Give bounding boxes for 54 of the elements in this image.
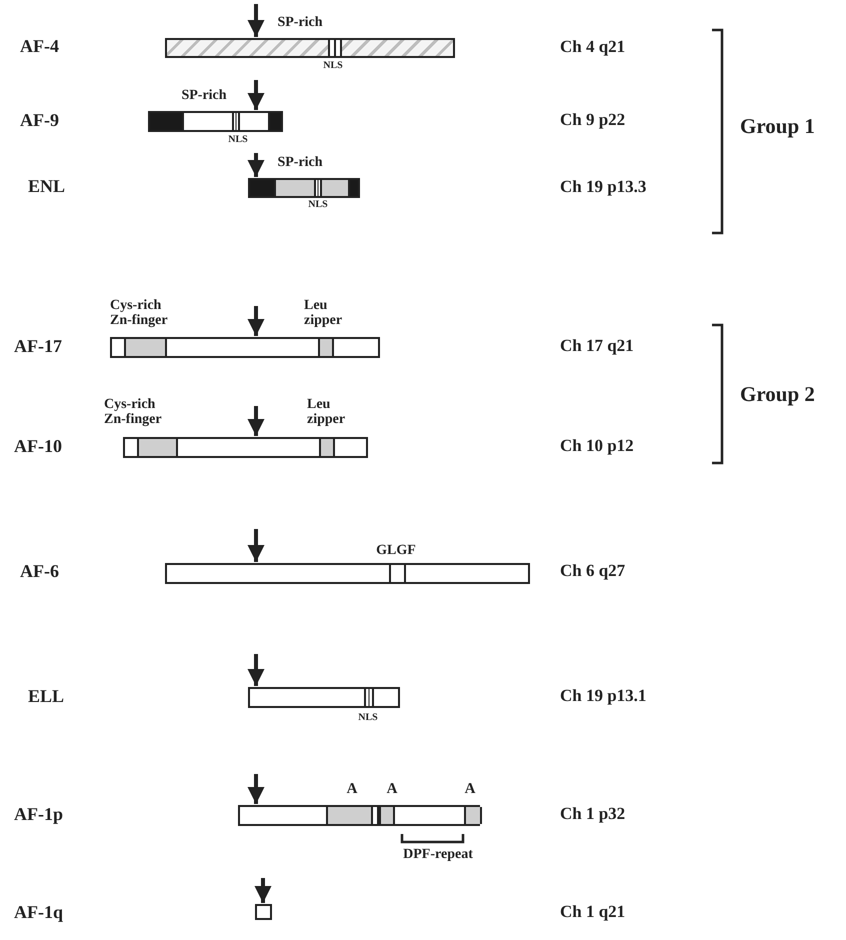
protein-bar <box>165 563 530 584</box>
chromosome-location: Ch 1 p32 <box>560 805 626 823</box>
protein-bar <box>123 437 368 458</box>
domain-label: Cys-rich Zn-finger <box>104 398 163 428</box>
chromosome-location: Ch 10 p12 <box>560 437 634 455</box>
domain-label: GLGF <box>376 544 416 559</box>
protein-name: AF-4 <box>20 37 59 56</box>
chromosome-location: Ch 9 p22 <box>560 111 626 129</box>
protein-bar <box>248 687 400 708</box>
chromosome-location: Ch 19 p13.1 <box>560 687 646 705</box>
chromosome-location: Ch 1 q21 <box>560 903 626 921</box>
domain-label: NLS <box>228 135 248 146</box>
protein-name: AF-6 <box>20 562 59 581</box>
domain-label: SP-rich <box>181 89 227 104</box>
protein-name: AF-10 <box>14 437 62 456</box>
chromosome-location: Ch 6 q27 <box>560 562 626 580</box>
protein-name: ENL <box>28 177 66 196</box>
protein-bar <box>165 38 455 58</box>
domain-label: SP-rich <box>277 16 323 31</box>
protein-box <box>255 904 272 920</box>
protein-bar <box>248 178 360 198</box>
protein-name: AF-1p <box>14 805 63 824</box>
protein-bar <box>238 805 480 826</box>
domain-label: DPF-repeat <box>403 848 473 863</box>
chromosome-location: Ch 4 q21 <box>560 38 626 56</box>
group-label: Group 2 <box>740 383 815 406</box>
domain-label: SP-rich <box>277 156 323 171</box>
breakpoint-arrow <box>248 529 264 562</box>
breakpoint-arrow <box>248 406 264 436</box>
domain-label: NLS <box>323 61 343 72</box>
breakpoint-arrow <box>248 774 264 804</box>
breakpoint-arrow <box>254 878 272 903</box>
domain-label: Leu zipper <box>304 299 344 328</box>
breakpoint-arrow <box>248 654 264 686</box>
breakpoint-arrow <box>248 4 264 37</box>
domain-label: NLS <box>308 200 328 210</box>
domain-label: Cys-rich Zn-finger <box>110 299 169 328</box>
protein-name: AF-9 <box>20 111 59 130</box>
domain-label: A <box>346 782 358 798</box>
protein-bar <box>148 111 283 132</box>
protein-name: AF-17 <box>14 337 62 356</box>
protein-name: ELL <box>28 687 64 706</box>
breakpoint-arrow <box>248 153 264 177</box>
chromosome-location: Ch 19 p13.3 <box>560 178 646 196</box>
domain-label: A <box>386 782 398 798</box>
domain-label: NLS <box>358 713 378 724</box>
chromosome-location: Ch 17 q21 <box>560 337 634 355</box>
protein-name: AF-1q <box>14 903 63 922</box>
protein-bar <box>110 337 380 358</box>
domain-label: Leu zipper <box>307 398 346 428</box>
group-label: Group 1 <box>740 115 815 138</box>
domain-label: A <box>464 782 476 798</box>
breakpoint-arrow <box>248 80 264 110</box>
breakpoint-arrow <box>248 306 264 336</box>
